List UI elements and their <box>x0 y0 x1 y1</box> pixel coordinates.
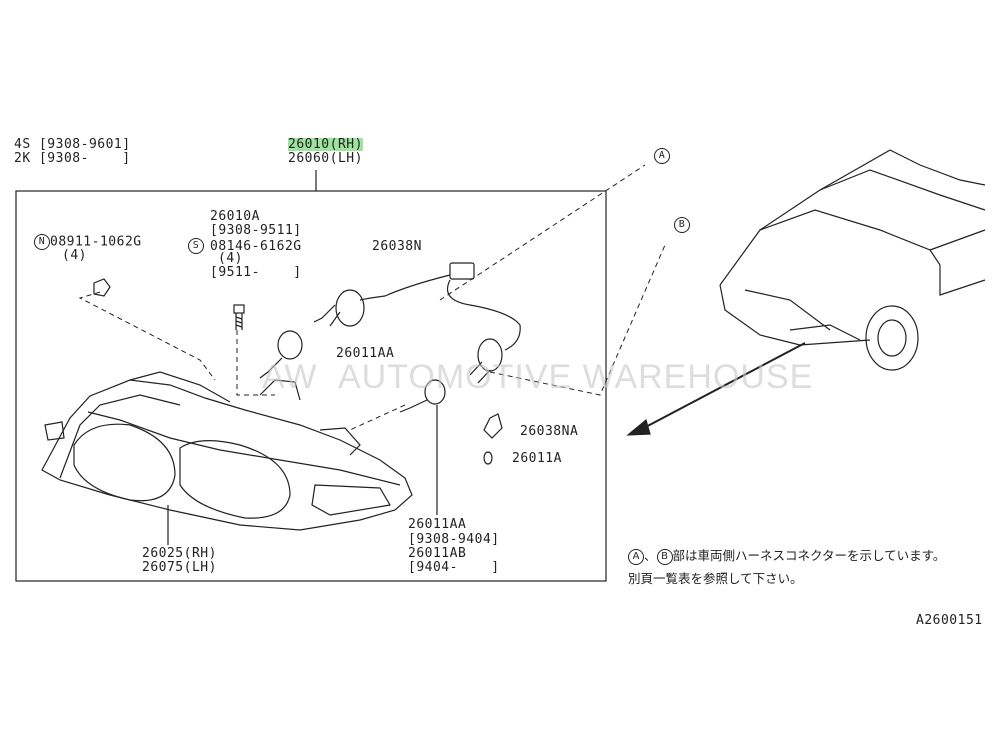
lower-bulb-part[interactable]: 26011AA <box>408 517 467 532</box>
lower-bulb-date2: [9404- ] <box>408 560 500 575</box>
assembly-lh-part[interactable]: 26060(LH) <box>288 151 363 166</box>
bolt-date2: [9511- ] <box>210 265 302 280</box>
nut-qty: (4) <box>62 248 87 263</box>
socket-part[interactable]: 26038NA <box>520 424 579 439</box>
lower-bulb-part2[interactable]: 26011AB <box>408 546 467 561</box>
lower-bulb-drawing <box>399 379 446 413</box>
note-line-2: 別頁一覧表を参照して下さい。 <box>628 571 803 586</box>
car-drawing <box>719 149 986 371</box>
nut-drawing <box>93 278 111 297</box>
assembly-frame <box>15 190 607 582</box>
housing-lh-part[interactable]: 26075(LH) <box>142 560 217 575</box>
bolt-symbol: S <box>188 238 204 254</box>
connector-a-marker: A <box>654 148 670 164</box>
model-line-4s: 4S [9308-9601] <box>14 137 131 152</box>
housing-rh-part[interactable]: 26025(RH) <box>142 546 217 561</box>
watermark-logo: AW <box>262 358 318 396</box>
bolt-qty: (4) <box>218 251 243 266</box>
lower-bulb-date1: [9308-9404] <box>408 532 500 547</box>
bolt-part2[interactable]: 08146-6162G <box>210 238 302 254</box>
bolt-date1: [9308-9511] <box>210 223 302 238</box>
upper-bulb-drawing <box>259 330 303 379</box>
small-bulb-part[interactable]: 26011A <box>512 451 562 466</box>
harness-drawing <box>313 262 521 384</box>
assembly-rh-part[interactable]: 26010(RH) <box>288 137 363 152</box>
nut-part[interactable]: 08911-1062G <box>50 234 142 250</box>
bolt-part[interactable]: 26010A <box>210 209 260 224</box>
figure-code: A2600151 <box>916 613 983 628</box>
model-line-2k: 2K [9308- ] <box>14 151 131 166</box>
socket-drawing <box>483 413 503 465</box>
nut-symbol: N <box>34 234 50 250</box>
headlamp-housing-drawing <box>41 371 413 531</box>
watermark-text: AUTOMOTIVE WAREHOUSE <box>338 358 814 396</box>
harness-part[interactable]: 26038N <box>372 239 422 254</box>
bolt-drawing <box>233 304 245 330</box>
bolt-label2: S 08146-6162G <box>188 238 302 254</box>
connector-b-marker: B <box>674 217 690 233</box>
upper-bulb-part[interactable]: 26011AA <box>336 346 395 361</box>
